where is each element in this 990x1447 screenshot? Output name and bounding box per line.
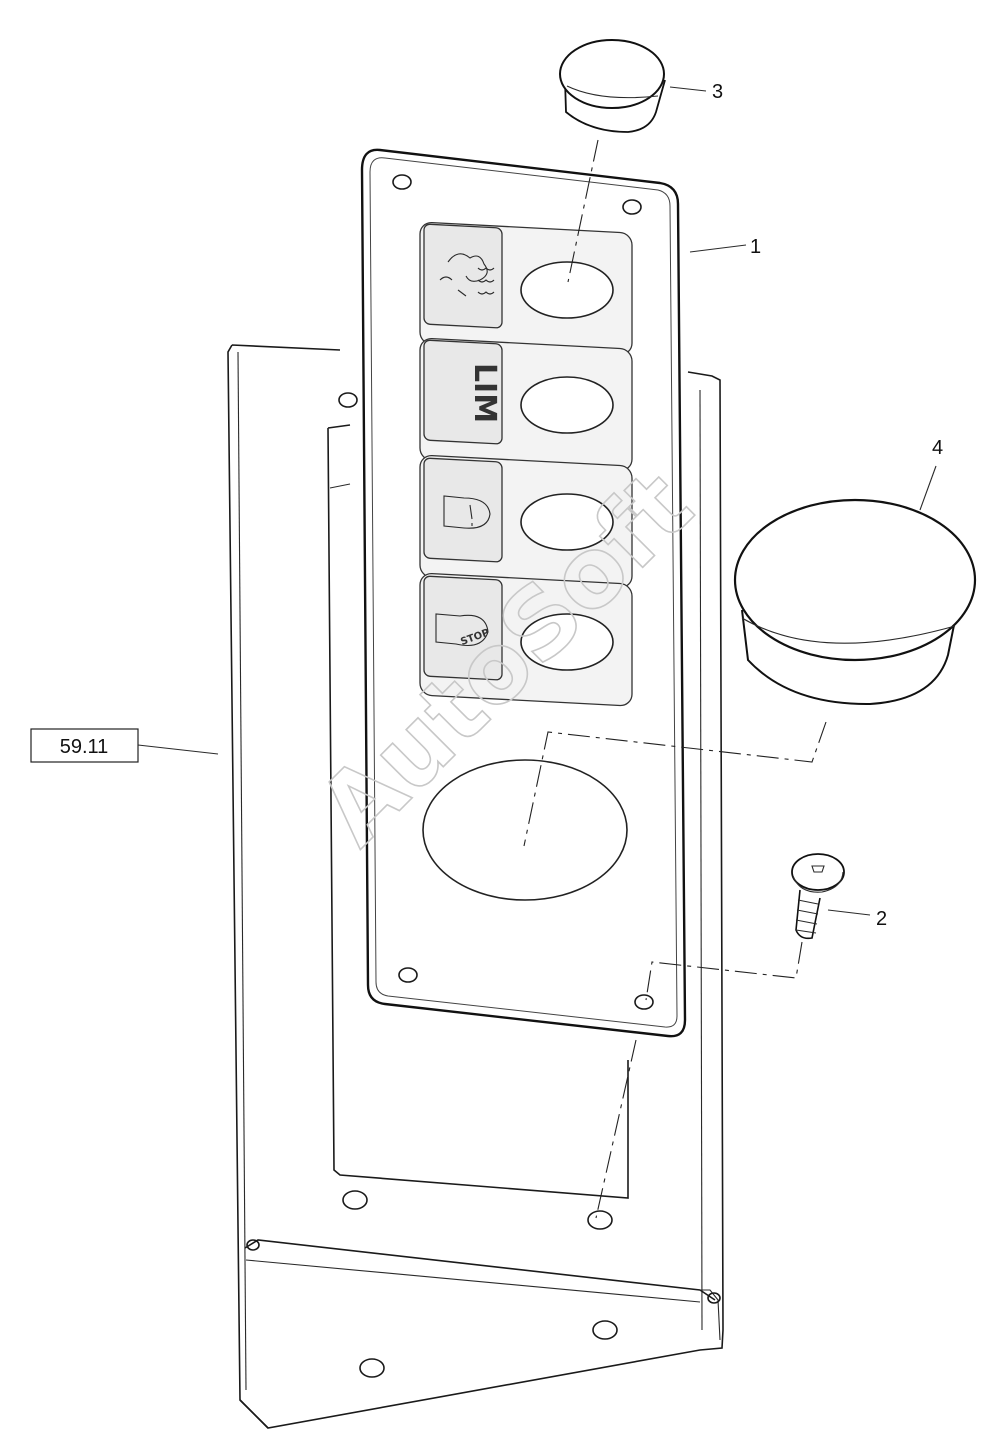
screw [791, 853, 845, 940]
assembly-lines [523, 139, 827, 1219]
indicator-cell-3 [419, 454, 633, 589]
housing-bracket [227, 344, 724, 1429]
leader-lines [137, 86, 937, 916]
warning-lamp-icon [443, 495, 491, 529]
indicator-cell-1 [419, 221, 633, 356]
large-button-hole [422, 759, 628, 901]
front-panel: LIM STOP [360, 148, 687, 1038]
callout-2: 2 [876, 908, 887, 930]
indicator-cell-4: STOP [419, 572, 633, 707]
lim-icon: LIM [467, 363, 502, 423]
callout-4: 4 [932, 437, 943, 459]
callout-1: 1 [750, 236, 761, 258]
indicator-cell-2: LIM [419, 337, 633, 472]
small-cap [559, 39, 666, 133]
large-cap [733, 498, 977, 706]
reference-box[interactable]: 59.11 [30, 728, 139, 763]
reference-label: 59.11 [60, 736, 109, 758]
callout-3: 3 [712, 81, 723, 103]
svg-text:LIM: LIM [467, 363, 502, 423]
heater-icon [439, 253, 495, 297]
